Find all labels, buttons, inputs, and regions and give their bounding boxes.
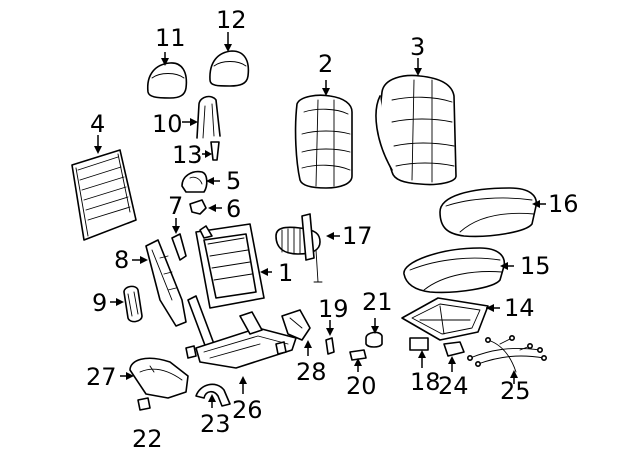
callout-16: 16 [548,190,579,218]
callout-24: 24 [438,372,469,400]
part-25-wire-harness [466,334,547,384]
callout-14: 14 [504,294,535,322]
callout-21: 21 [362,288,393,316]
part-12-headrest [209,32,250,87]
part-28-bracket [281,309,312,356]
callout-22: 22 [132,425,163,453]
part-23-strap [195,383,231,408]
part-15-cushion-pad [403,247,514,294]
part-10-headrest-guide [182,95,221,139]
callout-26: 26 [232,396,263,424]
callout-19: 19 [318,295,349,323]
callout-27: 27 [86,363,117,391]
callout-23: 23 [200,410,231,438]
callout-9: 9 [92,289,107,317]
callout-6: 6 [226,195,241,223]
part-13-pin [202,141,220,161]
part-27-side-trim [120,357,189,399]
callout-5: 5 [226,167,241,195]
callout-28: 28 [296,358,327,386]
part-4-seat-back-panel [71,135,137,241]
part-3-seat-back-cover [375,58,457,186]
callout-7: 7 [168,192,183,220]
callout-25: 25 [500,377,531,405]
part-20-switch [349,349,367,372]
part-8-side-shield [132,239,187,327]
part-18-module [409,337,429,368]
callout-10: 10 [152,110,183,138]
part-5-recliner-cover [181,170,220,193]
callout-12: 12 [216,6,247,34]
callout-20: 20 [346,372,377,400]
callout-3: 3 [410,33,425,61]
part-21-switch [365,318,383,348]
callout-17: 17 [342,222,373,250]
part-24-bracket [443,341,465,372]
part-14-cushion-frame [401,297,500,341]
callout-8: 8 [114,246,129,274]
callout-11: 11 [155,24,186,52]
callout-2: 2 [318,50,333,78]
part-6-clip [189,199,222,215]
callout-15: 15 [520,252,551,280]
part-16-cushion-cover [439,187,546,238]
callout-13: 13 [172,141,203,169]
callout-4: 4 [90,110,105,138]
part-17-lumbar-motor [275,213,340,283]
part-11-headrest [146,52,188,99]
part-9-bezel [110,285,143,323]
part-19-clip [325,320,335,355]
callout-1: 1 [278,259,293,287]
part-2-seat-back-cover [294,80,353,189]
callout-18: 18 [410,368,441,396]
part-1-seat-back-frame [195,223,272,309]
part-7-trim [171,218,187,261]
part-22-cap [137,397,151,411]
part-26-seat-adjuster [185,295,297,394]
